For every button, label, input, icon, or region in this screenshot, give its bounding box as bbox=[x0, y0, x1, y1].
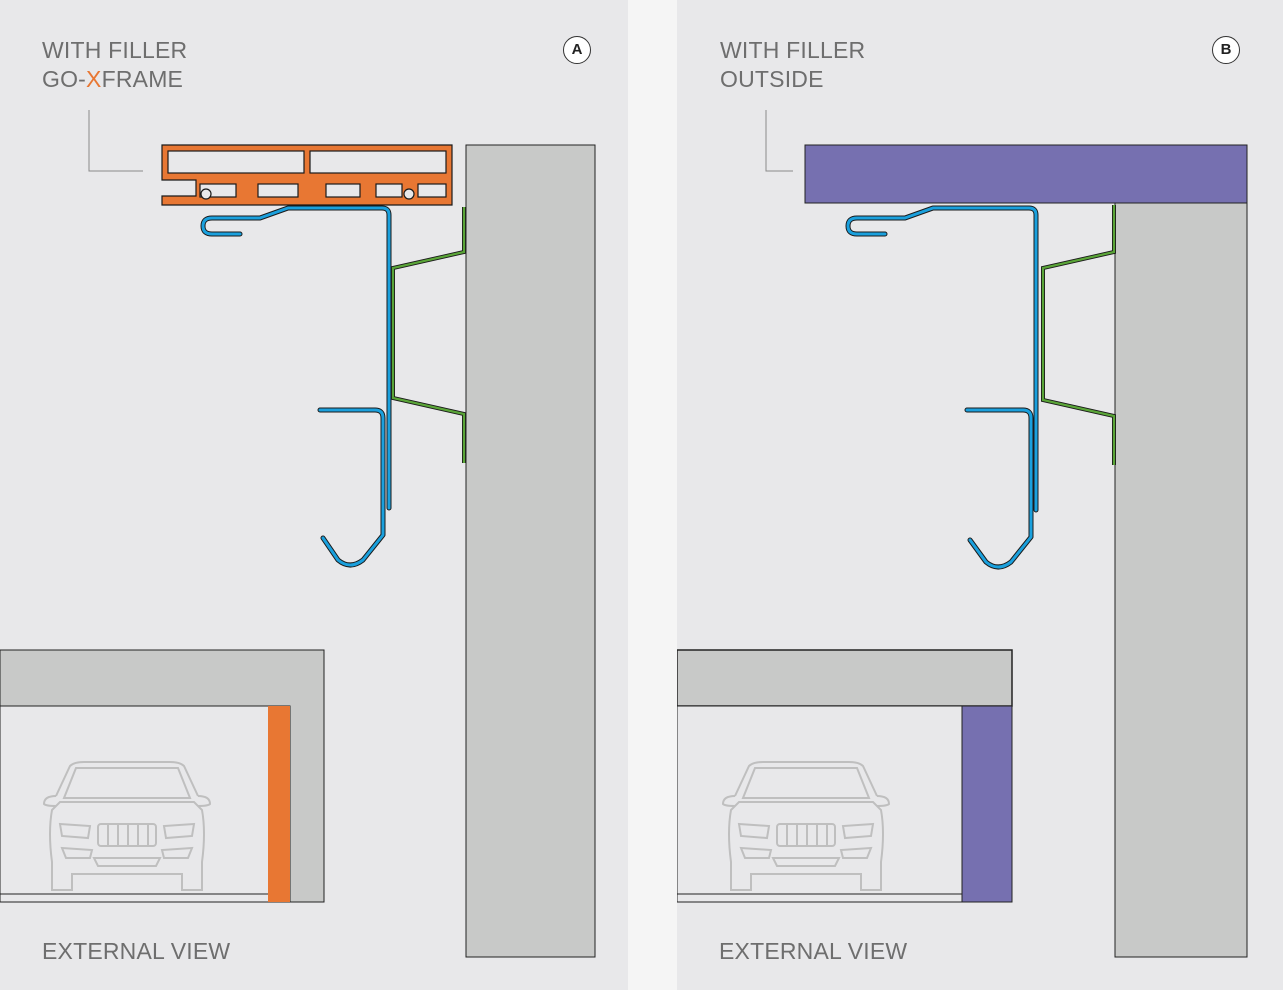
title-prefix: GO- bbox=[42, 66, 87, 92]
panel-a: WITH FILLER GO-XFRAME A bbox=[0, 0, 628, 990]
car-icon bbox=[42, 761, 212, 891]
panel-b-title: WITH FILLER OUTSIDE bbox=[720, 36, 865, 94]
wall bbox=[1114, 202, 1248, 958]
opening bbox=[677, 705, 963, 903]
leader-line bbox=[765, 110, 793, 172]
panel-b-title-line2: OUTSIDE bbox=[720, 66, 824, 92]
panel-b: WITH FILLER OUTSIDE B bbox=[677, 0, 1283, 990]
car-icon bbox=[721, 761, 891, 891]
panel-a-title-line2: GO-XFRAME bbox=[42, 65, 187, 94]
mounting-bracket bbox=[1041, 205, 1116, 465]
panel-a-badge: A bbox=[563, 36, 591, 64]
opening bbox=[0, 705, 291, 903]
title-accent: X bbox=[86, 66, 102, 92]
panel-b-footer: EXTERNAL VIEW bbox=[719, 938, 908, 964]
title-suffix: FRAME bbox=[101, 66, 184, 92]
leader-line bbox=[88, 110, 143, 172]
track-profile bbox=[200, 205, 392, 568]
panel-b-badge: B bbox=[1212, 36, 1240, 64]
filler-outside bbox=[804, 144, 1248, 204]
panel-b-title-line1: WITH FILLER bbox=[720, 37, 866, 63]
wall bbox=[465, 144, 596, 958]
panel-a-title: WITH FILLER GO-XFRAME bbox=[42, 36, 187, 94]
panel-a-footer: EXTERNAL VIEW bbox=[42, 938, 231, 964]
mounting-bracket bbox=[391, 207, 466, 463]
frame-profile-cutouts bbox=[167, 150, 447, 200]
filler-strip bbox=[268, 706, 290, 902]
external-view-b bbox=[677, 649, 1013, 903]
panel-b-drawing bbox=[677, 110, 1248, 958]
track-profile bbox=[845, 205, 1039, 570]
panel-a-drawing bbox=[0, 110, 596, 958]
filler-strip bbox=[961, 705, 1013, 903]
panel-a-title-line1: WITH FILLER bbox=[42, 37, 188, 63]
external-view-a bbox=[0, 649, 325, 903]
lintel bbox=[677, 649, 1013, 707]
